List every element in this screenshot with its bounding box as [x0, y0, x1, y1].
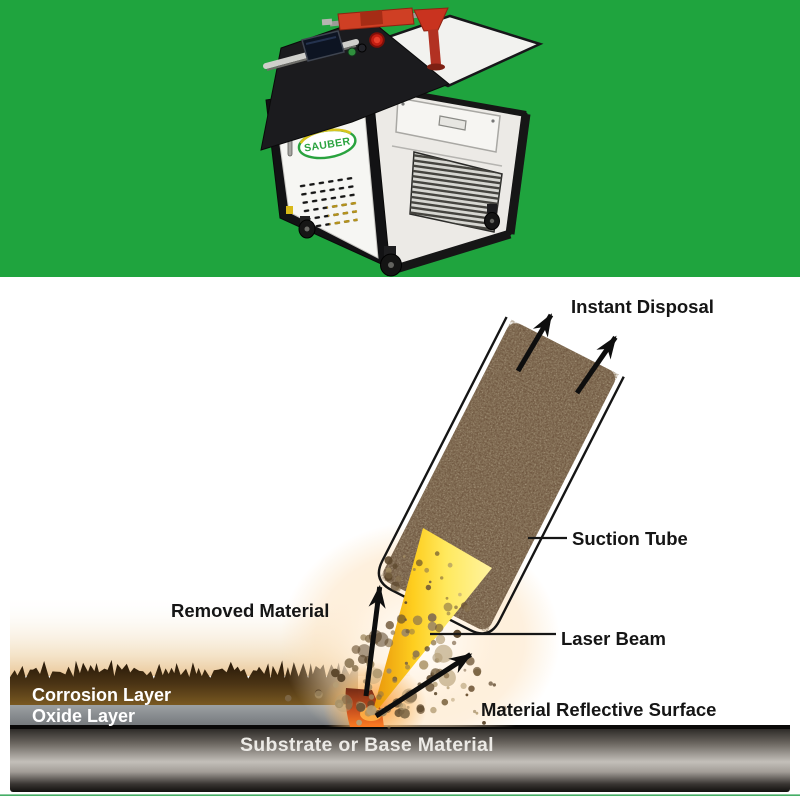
removal-arrows	[363, 584, 473, 719]
screw-icon	[401, 102, 405, 106]
label-substrate: Substrate or Base Material	[240, 734, 494, 756]
label-oxide-layer: Oxide Layer	[32, 706, 135, 726]
caster-wheels	[298, 204, 500, 277]
substrate-layer	[10, 725, 790, 792]
screw-icon	[491, 119, 495, 123]
machine-photo: SAUBER	[260, 7, 544, 277]
control-panel	[260, 17, 450, 151]
hero-section: SAUBER	[0, 0, 800, 277]
label-corrosion-layer: Corrosion Layer	[32, 685, 171, 705]
drawer-handle	[438, 115, 467, 131]
instant-disposal-arrows	[515, 313, 618, 395]
start-button	[347, 47, 357, 57]
disposal-arrow	[515, 313, 554, 373]
caster-bracket	[487, 204, 497, 213]
laser-gun	[321, 7, 449, 71]
power-button	[357, 43, 367, 53]
label-laser-beam: Laser Beam	[561, 628, 666, 649]
cooling-grille	[409, 151, 503, 233]
label-removed-material: Removed Material	[171, 600, 329, 621]
label-instant-disposal: Instant Disposal	[571, 296, 714, 317]
label-material-reflective-surface: Material Reflective Surface	[481, 699, 716, 720]
emergency-stop-cap	[373, 36, 381, 44]
removal-arrow-up	[363, 584, 386, 697]
warning-sticker	[286, 206, 293, 214]
diagram-section: Instant Disposal Suction Tube Laser Beam…	[0, 296, 800, 800]
oxide-layer	[10, 705, 368, 727]
removal-arrow-diagonal	[374, 652, 473, 719]
label-suction-tube: Suction Tube	[572, 528, 688, 549]
door-vents-yellow	[326, 196, 358, 228]
caster-bracket	[384, 246, 396, 257]
disposal-arrow	[574, 335, 618, 395]
